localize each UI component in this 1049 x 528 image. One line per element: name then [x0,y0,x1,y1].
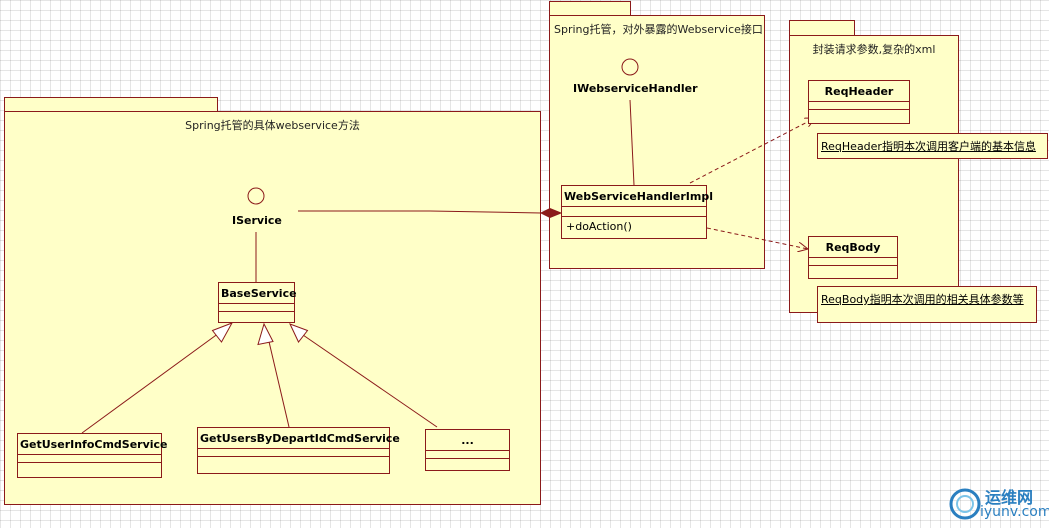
attributes-compartment [562,207,706,217]
package-tab-request-params [789,20,855,36]
class-req-header[interactable]: ReqHeader [808,80,910,124]
watermark-text-en: iyunv.com [980,504,1049,520]
package-title: Spring托管的具体webservice方法 [185,119,360,132]
class-get-users-by-depart-id-cmd-service[interactable]: GetUsersByDepartIdCmdService [197,427,400,474]
generalization-line [81,332,220,434]
watermark: 运维网 iyunv.com [945,482,1049,524]
class-name: ReqBody [809,237,897,258]
class-name: WebServiceHandlerImpl [562,186,713,207]
operation-do-action: +doAction() [566,220,632,233]
class-ellipsis[interactable]: ... [425,429,510,471]
generalization-arrowhead-icon [211,322,234,343]
composition-line [429,210,542,214]
operations-compartment [18,463,161,470]
operations-compartment [219,312,294,319]
logo-icon [949,488,981,520]
package-tab-service-methods [4,97,218,112]
generalization-line [268,339,290,428]
class-get-user-info-cmd-service[interactable]: GetUserInfoCmdService [17,433,168,478]
dependency-line-reqheader [689,118,815,184]
attributes-compartment [219,304,294,312]
watermark-text-cn: 运维网 [985,488,1034,507]
iwebservice-handler-label[interactable]: IWebserviceHandler [573,82,698,95]
class-name: ReqHeader [809,81,909,102]
iservice-lollipop-icon [247,187,265,205]
attributes-compartment [18,455,161,463]
attributes-compartment [198,449,389,457]
note-req-body: ReqBody指明本次调用的相关具体参数等 [817,286,1037,323]
generalization-line [302,334,438,428]
attributes-compartment [426,451,509,459]
iwebservice-realization-line [629,99,635,186]
class-name: ... [426,430,509,451]
generalization-arrowhead-icon [257,322,274,346]
class-webservice-handler-impl[interactable]: WebServiceHandlerImpl +doAction() [561,185,713,239]
generalization-arrowhead-icon [289,323,309,343]
package-title: 封装请求参数,复杂的xml [812,43,936,56]
operations-compartment [198,457,389,464]
class-req-body[interactable]: ReqBody [808,236,898,279]
package-title: Spring托管，对外暴露的Webservice接口 [554,23,763,36]
attributes-compartment [809,258,897,266]
class-name: GetUserInfoCmdService [18,434,168,455]
attributes-compartment [809,102,909,110]
iwebservice-handler-lollipop-icon [621,58,639,76]
dependency-line-reqbody [706,227,808,249]
operations-compartment [809,110,909,117]
operations-compartment [809,266,897,273]
package-tab-webservice-interface [549,1,631,16]
operations-compartment [426,459,509,466]
composition-diamond-icon [539,207,563,219]
iservice-label[interactable]: IService [232,214,282,227]
class-name: GetUsersByDepartIdCmdService [198,428,400,449]
class-base-service[interactable]: BaseService [218,282,297,323]
note-req-header: ReqHeader指明本次调用客户端的基本信息 [817,133,1048,159]
class-name: BaseService [219,283,297,304]
